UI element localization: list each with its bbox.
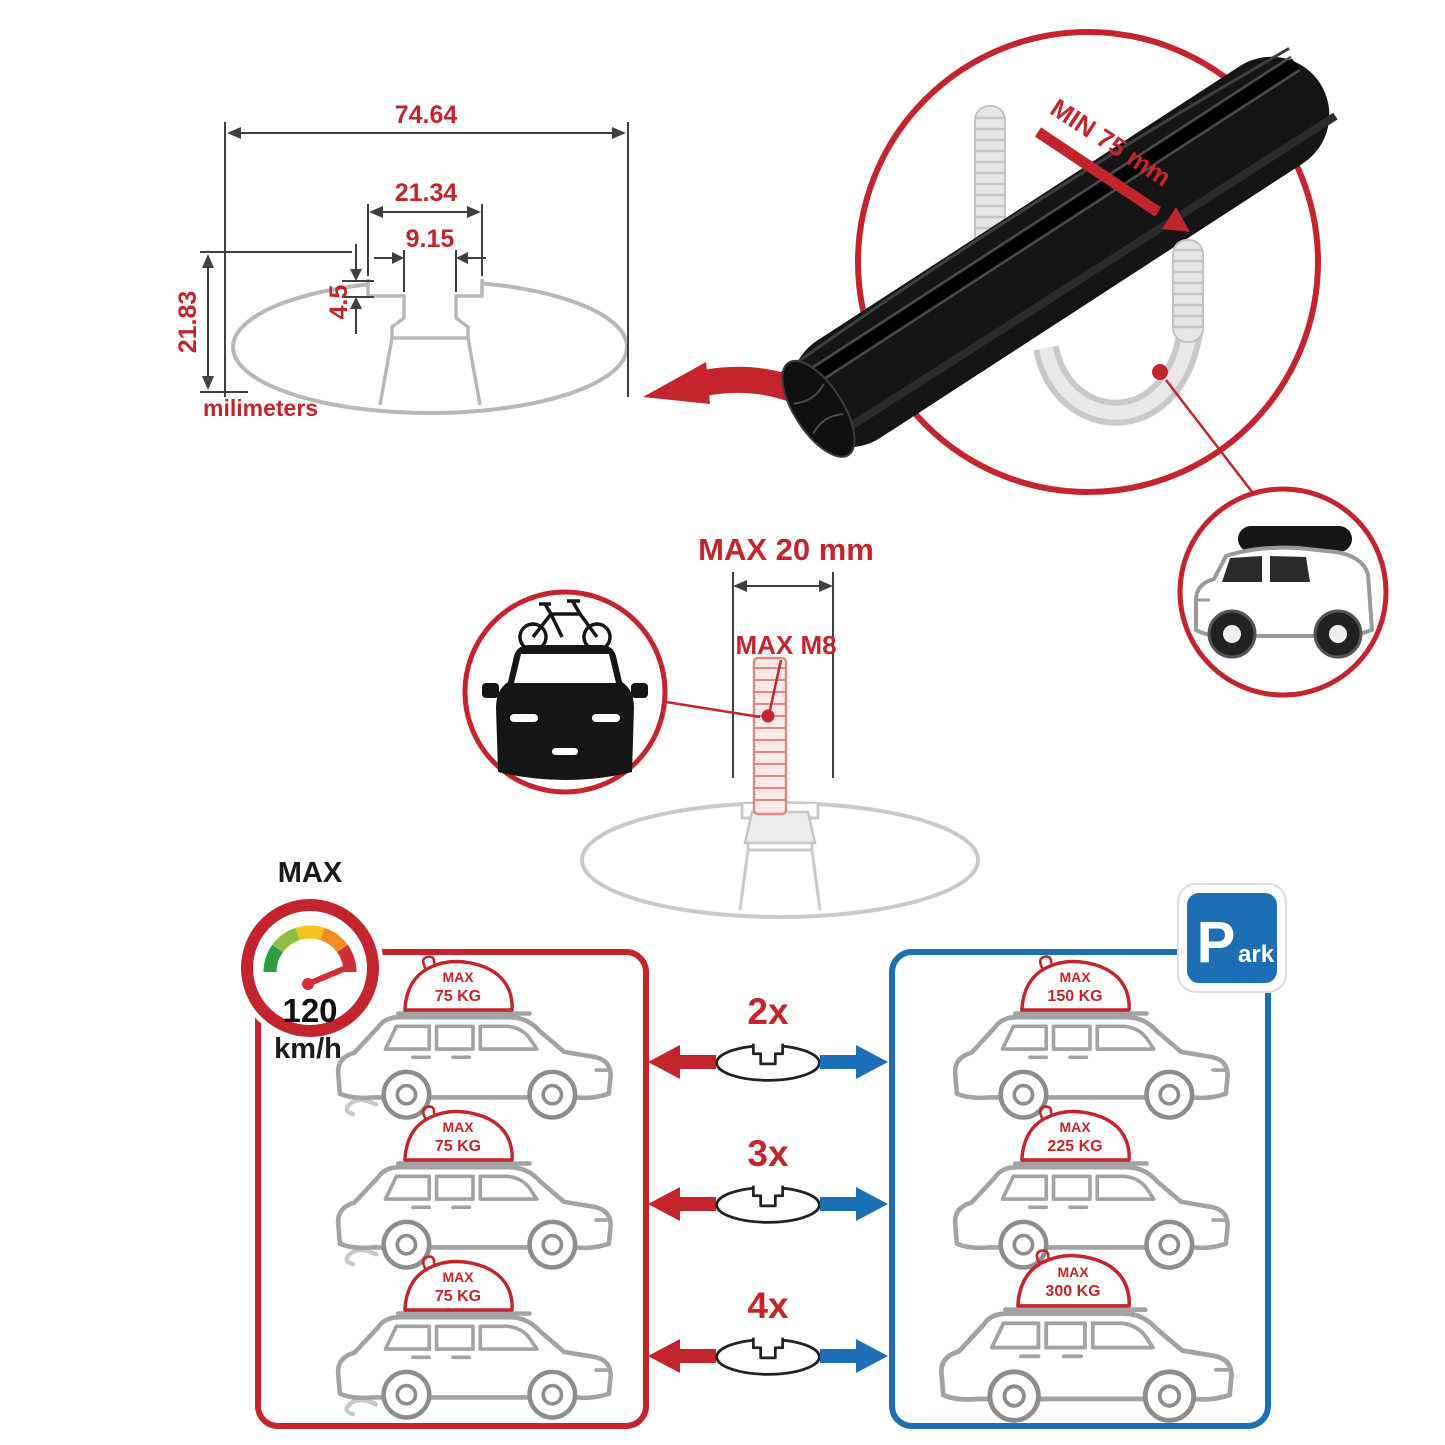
cargo-kg-label: 75 KG (435, 1138, 481, 1155)
blue-arrow-right (856, 1045, 888, 1079)
dim-width-total-label: 74.64 (395, 101, 458, 129)
right-car-row-3: MAX 300 KG (941, 1249, 1231, 1420)
dim-channel-inner-label: 9.15 (406, 225, 455, 253)
right-car-row-1: MAX 150 KG (955, 955, 1228, 1118)
dim-channel-outer: 21.34 (367, 179, 483, 276)
cargo-max-label: MAX (442, 1269, 474, 1285)
dim-height-label: 21.83 (174, 291, 202, 354)
cargo-kg-label: 150 KG (1047, 988, 1102, 1005)
bar-end-cap (781, 359, 856, 458)
crossbar-render (780, 47, 1338, 458)
suv-with-roofbox-icon (1194, 526, 1375, 659)
cargo-kg-label: 75 KG (435, 988, 481, 1005)
bolt-spec: MAX 20 mm MAX M8 (462, 532, 980, 919)
cargo-max-label: MAX (1057, 1264, 1089, 1280)
red-arrow-left (648, 1187, 680, 1221)
dim-width-total: 74.64 (224, 101, 629, 397)
left-car-row-3: MAX 75 KG (338, 1255, 611, 1418)
dim-lip-depth: 4.5 (325, 244, 374, 334)
dimension-diagram: 74.64 21.34 9.15 4.5 (174, 101, 845, 423)
cargo-max-label: MAX (1059, 1119, 1091, 1135)
dim-lip-depth-label: 4.5 (325, 285, 353, 320)
speed-value: 120 (282, 992, 337, 1029)
crossbar-section-icon (715, 1184, 821, 1224)
load-comparison: MAX 75 KG MAX 75 KG MAX 75 KG 2x 3x (236, 857, 1287, 1429)
blue-arrow-right (856, 1339, 888, 1373)
roofbox-car-bubble (1177, 486, 1389, 698)
right-car-row-2: MAX 225 KG (955, 1105, 1228, 1268)
crossbar-profile-drawing (231, 279, 629, 415)
crossbar-closeup: MIN 75 mm (780, 29, 1389, 698)
bolt-callout-lines (665, 659, 783, 719)
multiplier-row-3: 4x (648, 1285, 888, 1376)
cargo-max-label: MAX (1059, 969, 1091, 985)
callout-line (1165, 379, 1257, 498)
left-car-row-2: MAX 75 KG (338, 1105, 611, 1268)
cargo-kg-label: 225 KG (1047, 1138, 1102, 1155)
crossbar-section-icon (715, 1336, 821, 1376)
dim-channel-outer-label: 21.34 (395, 179, 458, 207)
multiplier-label: 2x (747, 991, 789, 1032)
bike-car-bubble (462, 589, 668, 795)
red-arrow-left (648, 1339, 680, 1373)
multiplier-label: 3x (747, 1133, 789, 1174)
bolt-thread-label: MAX M8 (735, 630, 836, 660)
cargo-kg-label: 75 KG (435, 1288, 481, 1305)
left-car-row-1: MAX 75 KG (338, 955, 611, 1118)
speed-limit-gauge: MAX 120 km/h (236, 857, 384, 1065)
bolt-callout-dot (761, 709, 775, 723)
roof-box (1238, 526, 1352, 552)
crossbar-section-icon (715, 1042, 821, 1082)
magnifier-circle (855, 29, 1321, 495)
gauge-ring (241, 899, 379, 1037)
blue-arrow-right (856, 1187, 888, 1221)
cargo-max-label: MAX (442, 969, 474, 985)
unit-label: milimeters (203, 395, 318, 421)
dim-channel-inner: 9.15 (374, 225, 486, 292)
park-sign-rest: ark (1238, 941, 1275, 968)
dim-height: 21.83 (174, 251, 352, 393)
cargo-kg-label: 300 KG (1045, 1283, 1100, 1300)
speed-unit: km/h (274, 1033, 342, 1065)
red-arrow-left (648, 1045, 680, 1079)
bolt-max-length-label: MAX 20 mm (698, 532, 874, 567)
bolt-t-head (743, 810, 817, 845)
park-sign-letter: P (1197, 910, 1236, 975)
multiplier-label: 4x (747, 1285, 789, 1326)
car-front-icon (482, 645, 648, 780)
callout-dot (1152, 364, 1168, 380)
park-sign: P ark (1177, 883, 1287, 993)
speed-max-label: MAX (278, 857, 343, 889)
clamp-rod-right (1172, 239, 1204, 343)
cargo-max-label: MAX (442, 1119, 474, 1135)
gauge-needle (305, 965, 349, 987)
multiplier-row-1: 2x (648, 991, 888, 1082)
bolt-shaft (752, 656, 788, 816)
multiplier-row-2: 3x (648, 1133, 888, 1224)
